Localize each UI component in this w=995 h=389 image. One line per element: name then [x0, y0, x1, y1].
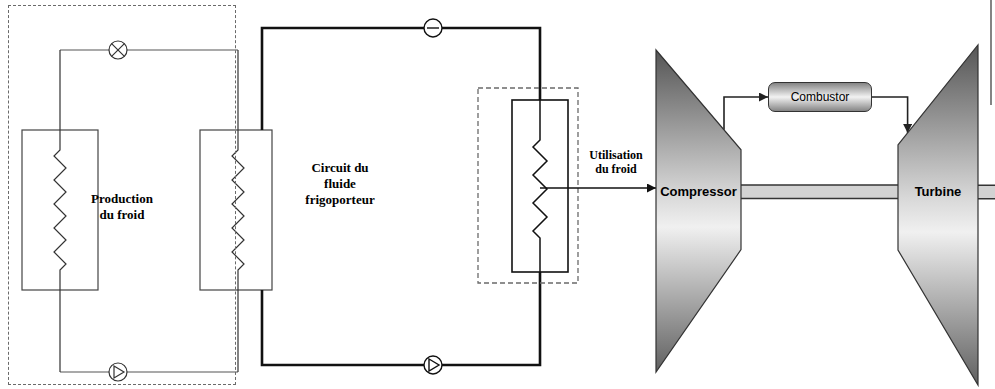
- coil-symbol: [232, 50, 244, 372]
- shaft: [978, 185, 995, 200]
- pump-symbol: [429, 359, 439, 371]
- component-label: Compressor: [660, 184, 737, 200]
- cold-use-arrow: [540, 187, 656, 189]
- compressor-shape: [656, 50, 741, 372]
- usage-dashed-frame: [478, 88, 578, 283]
- turbine-shape: [898, 45, 978, 385]
- refrigerant-line: [60, 371, 238, 372]
- component-label: Combustor: [791, 90, 850, 105]
- pump-symbol: [424, 356, 442, 374]
- valve-symbol: [427, 27, 439, 28]
- edge-line: [990, 0, 991, 105]
- label-holder: Circuit du fluide frigoporteur: [297, 160, 383, 208]
- compressor-symbol: [109, 363, 127, 381]
- shaft: [741, 186, 898, 198]
- shaft: [741, 184, 898, 199]
- heat-exchanger-box: [512, 100, 568, 272]
- evaporator-box: [200, 130, 272, 290]
- coolant-pipe: [262, 272, 540, 365]
- component-label: Production du froid: [86, 191, 158, 223]
- label-holder: Utilisation du froid: [584, 148, 648, 176]
- compressor-shape: Compressor: [656, 50, 741, 372]
- coolant-pipe: [262, 28, 540, 130]
- flow-arrow: [724, 97, 768, 130]
- coil-symbol: [54, 50, 66, 372]
- shaft: [741, 191, 898, 192]
- expansion-valve-symbol: [109, 41, 127, 59]
- turbine-shape: [898, 45, 978, 385]
- coil-symbol: [533, 100, 547, 272]
- combustor-box: Combustor: [768, 82, 872, 112]
- compressor-symbol: [114, 366, 124, 378]
- flow-arrow: [872, 97, 908, 133]
- valve-symbol: [424, 19, 442, 37]
- refrigerant-line: [60, 49, 238, 50]
- cold-production-frame: Production du froid: [8, 5, 236, 385]
- turbine-shape: Turbine: [898, 45, 978, 385]
- shaft: [978, 186, 995, 198]
- flow-arrow: [872, 97, 908, 133]
- flow-arrow: [724, 97, 768, 130]
- circuit-label: Circuit du fluide frigoporteur: [297, 160, 383, 208]
- expansion-valve-symbol: [112, 44, 125, 57]
- component-label: Turbine: [915, 184, 962, 200]
- compressor-shape: [656, 50, 741, 372]
- cold-use-label: Utilisation du froid: [584, 148, 648, 176]
